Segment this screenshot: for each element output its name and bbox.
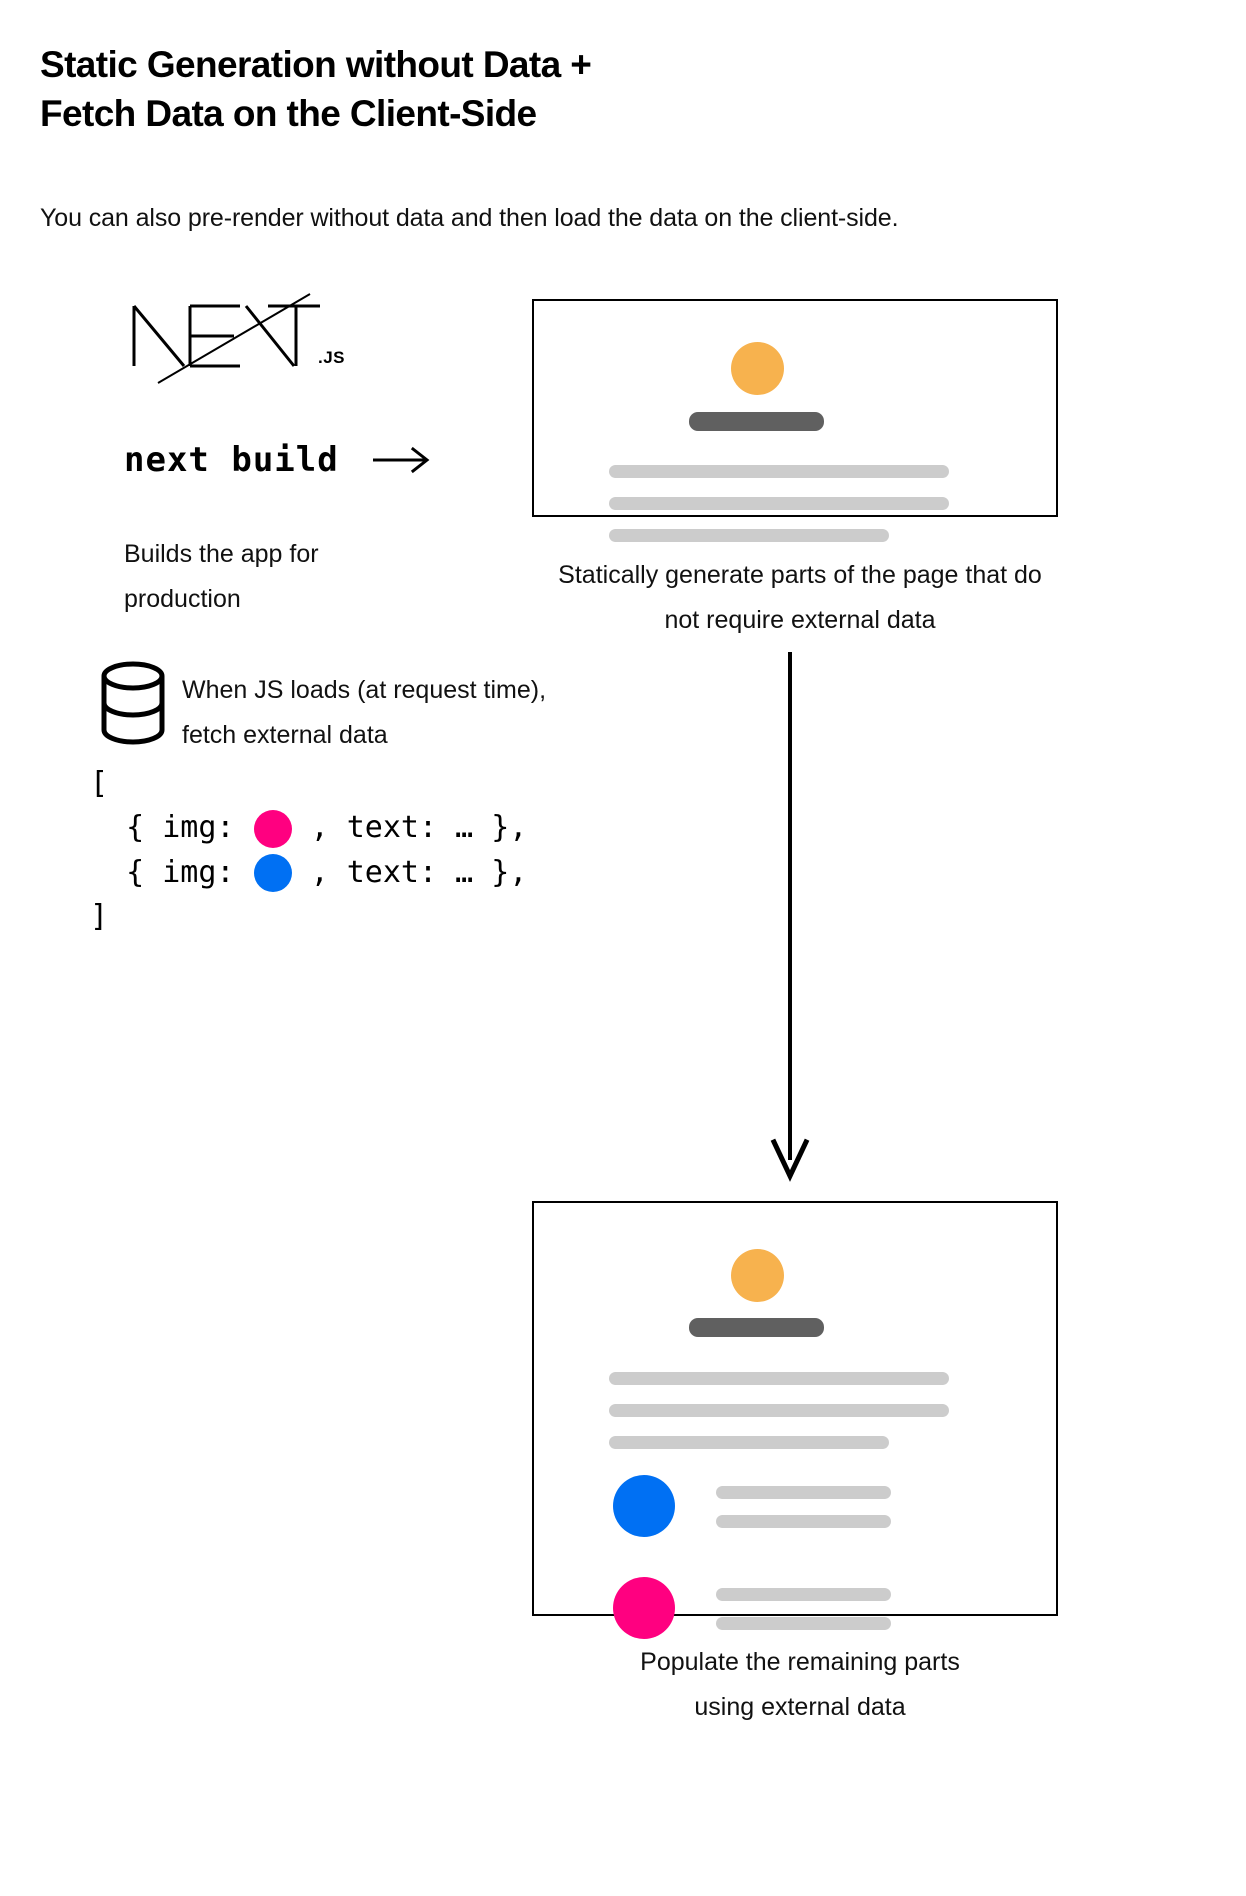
code-item-row: { img: , text: … }, (90, 851, 527, 895)
title-bar-placeholder (689, 412, 824, 431)
text-line-placeholder (609, 465, 949, 478)
code-item-suffix: , text: … }, (292, 810, 528, 846)
hydrated-page-preview (532, 1201, 1058, 1616)
text-line-placeholder (609, 497, 949, 510)
build-caption: Builds the app for production (124, 540, 319, 613)
build-command-row: next build (124, 440, 433, 480)
build-command-text: next build (124, 440, 339, 480)
text-line-placeholder (609, 1436, 889, 1449)
text-line-placeholder (609, 529, 889, 542)
avatar-placeholder (731, 342, 784, 395)
avatar-placeholder (731, 1249, 784, 1302)
down-arrow-icon (770, 652, 810, 1182)
right-arrow-icon (372, 446, 430, 474)
populate-caption: Populate the remaining parts using exter… (640, 1648, 960, 1721)
pink-circle-swatch (253, 809, 292, 848)
text-line-placeholder (609, 1372, 949, 1385)
code-item-prefix: { img: (90, 854, 253, 890)
fetch-external-data-note: When JS loads (at request time), fetch e… (182, 676, 547, 749)
code-close-bracket: ] (90, 899, 109, 935)
database-cylinder-icon (101, 661, 165, 745)
title-bar-placeholder (689, 1318, 824, 1337)
nextjs-logo: .JS (128, 290, 358, 384)
text-line-placeholder (609, 1404, 949, 1417)
code-item-row: { img: , text: … }, (90, 806, 527, 850)
page-subtitle: You can also pre-render without data and… (40, 204, 899, 232)
nextjs-logo-suffix: .JS (318, 348, 346, 367)
page-title: Static Generation without Data + Fetch D… (40, 44, 592, 135)
static-generated-page-preview (532, 299, 1058, 542)
external-data-code-block: [ { img: , text: … }, { img: , text: … }… (90, 762, 527, 940)
static-generate-caption: Statically generate parts of the page th… (558, 561, 1042, 634)
code-item-suffix: , text: … }, (292, 854, 528, 890)
list-item-line (716, 1617, 891, 1630)
blue-circle-swatch (253, 853, 292, 892)
code-open-bracket: [ (90, 766, 109, 801)
code-item-prefix: { img: (90, 810, 253, 846)
